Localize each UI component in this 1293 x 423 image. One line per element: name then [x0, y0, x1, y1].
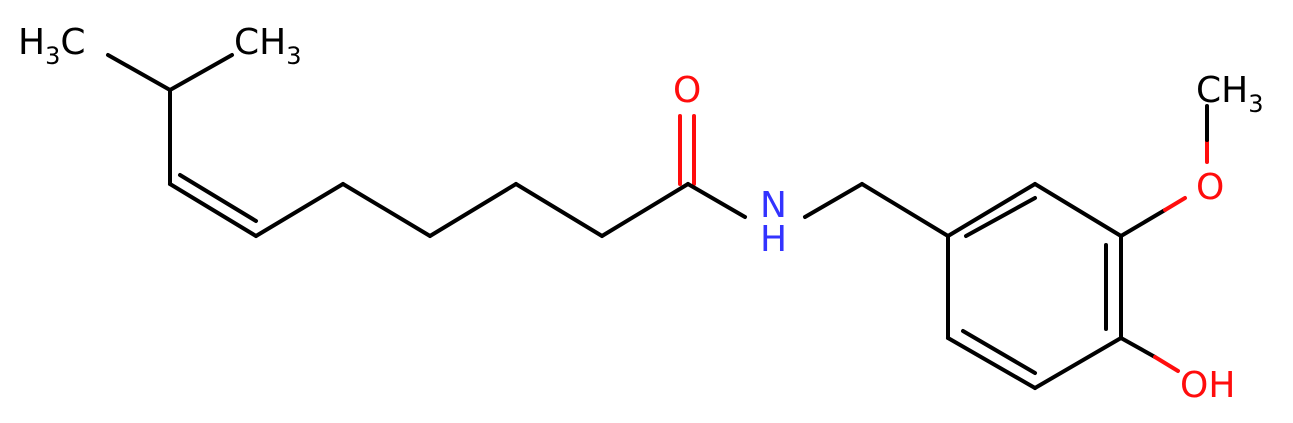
bond-c3-c2	[514, 182, 604, 238]
amide-nitrogen-label: N	[760, 185, 787, 226]
bond-ch3-left	[106, 53, 172, 92]
carbon-skeleton	[106, 53, 950, 238]
bond-double-outer	[168, 182, 258, 238]
bond-ch3-right	[168, 53, 234, 92]
bond-methoxy-o-ring	[1163, 196, 1187, 212]
ring-bond-5	[946, 336, 1037, 390]
hydroxyl-label: OH	[1180, 365, 1235, 406]
methoxy-oxygen-label: O	[1196, 167, 1224, 208]
bond-c5-c4	[341, 182, 432, 238]
bond-c1-n	[686, 182, 747, 219]
ring-bond-1	[946, 182, 1037, 238]
bond-double-inner	[178, 173, 258, 223]
bond-c6-c5	[254, 182, 345, 238]
bond-ring-to-methoxy-o	[1119, 208, 1167, 238]
carbonyl-oxygen-label: O	[673, 70, 701, 111]
amide-hydrogen-label: H	[760, 219, 787, 260]
ring-bond-1-inner	[964, 196, 1037, 238]
bond-c2-c1	[600, 182, 690, 238]
benzene-ring	[946, 182, 1123, 390]
bond-ring-to-oh	[1119, 336, 1157, 359]
methoxy-methyl-label: CH3	[1196, 70, 1264, 118]
ring-bond-4	[1033, 336, 1123, 390]
substituents	[1119, 104, 1209, 373]
ring-bond-5-inner	[961, 329, 1037, 375]
bond-n-ch2	[803, 182, 864, 219]
methyl-right-label: CH3	[234, 22, 302, 70]
ring-bond-2	[1033, 182, 1123, 238]
bond-ch2-ring	[860, 182, 950, 238]
bond-c4-c3	[428, 182, 518, 238]
methyl-left-label: H3C	[18, 22, 86, 70]
bond-oh	[1153, 355, 1180, 373]
